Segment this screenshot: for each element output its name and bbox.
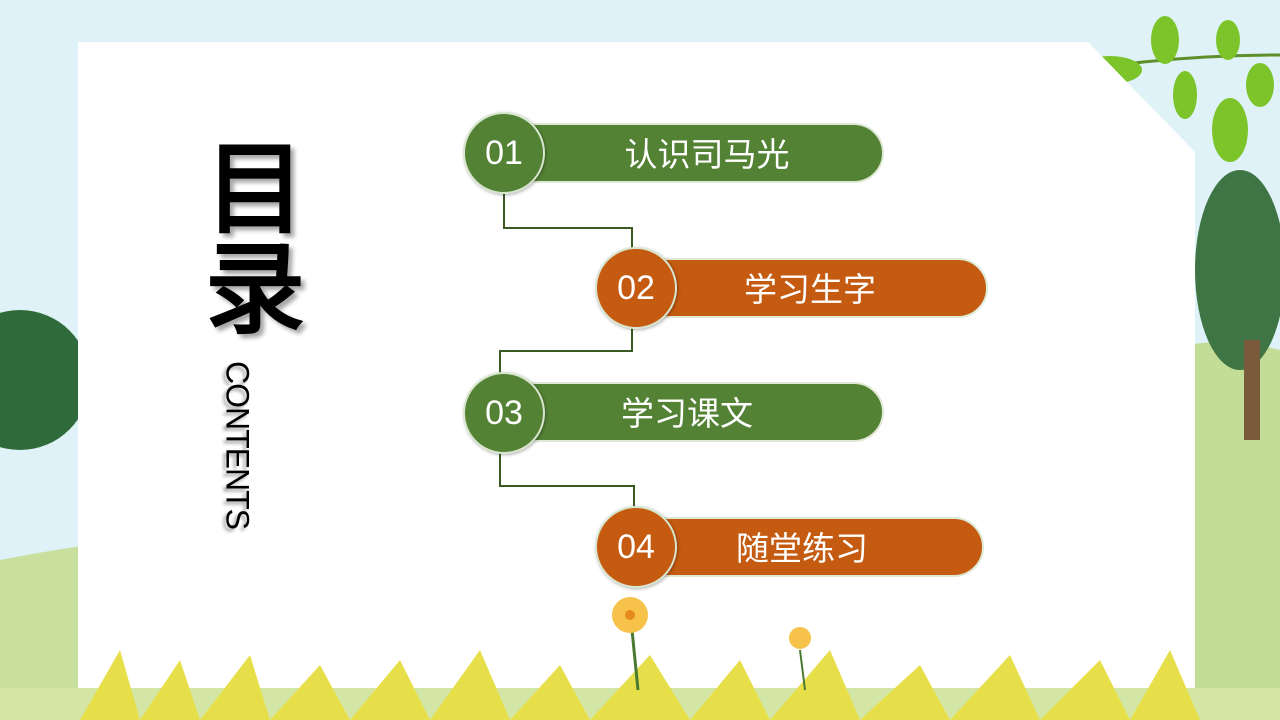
connector-line — [503, 190, 505, 229]
connector-line — [499, 350, 501, 375]
toc-label: 随堂练习 — [736, 529, 868, 568]
page-title: 目录 — [205, 131, 305, 348]
connector-line — [499, 452, 501, 487]
toc-number: 01 — [463, 112, 545, 194]
toc-label: 学习课文 — [621, 394, 753, 433]
grass — [80, 650, 1200, 720]
toc-label: 认识司马光 — [624, 135, 790, 174]
toc-label: 学习生字 — [744, 270, 876, 309]
connector-line — [503, 227, 633, 229]
leaves-branch — [1078, 16, 1280, 162]
connector-line — [499, 485, 635, 487]
page-subtitle: CONTENTS — [219, 361, 256, 529]
connector-line — [499, 350, 633, 352]
connector-line — [631, 227, 633, 249]
toc-number: 03 — [463, 372, 545, 454]
tree-trunk — [1244, 340, 1260, 440]
toc-number: 02 — [595, 247, 677, 329]
tree-right — [1195, 170, 1280, 370]
toc-number: 04 — [595, 506, 677, 588]
connector-line — [633, 485, 635, 508]
connector-line — [631, 325, 633, 352]
tree-left — [0, 310, 90, 450]
flower — [612, 597, 811, 691]
